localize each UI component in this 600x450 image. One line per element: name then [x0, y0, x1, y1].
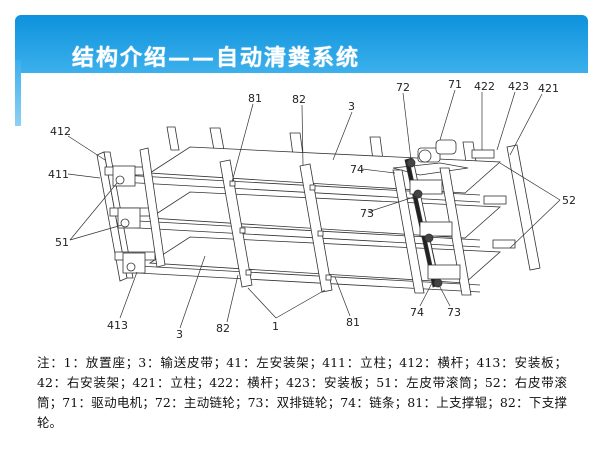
label-82-bottom: 82	[216, 322, 230, 335]
label-71: 71	[448, 78, 462, 91]
label-412: 412	[50, 125, 71, 138]
parts-legend-note: 注：1：放置座；3：输送皮带；41：左安装架；411：立柱；412：横杆；413…	[37, 355, 567, 430]
leader-lines	[67, 89, 561, 329]
front-post	[219, 159, 253, 288]
label-52: 52	[562, 194, 576, 207]
label-411: 411	[48, 168, 69, 181]
part-labels: 412 411 51 413 81 82 3 72 71 422 423 421…	[48, 78, 576, 341]
right-drive-frame	[392, 139, 516, 296]
slide-title: 结构介绍——自动清粪系统	[72, 45, 361, 71]
frame-drawing	[96, 126, 541, 296]
label-1: 1	[272, 320, 279, 333]
left-mount-frame	[96, 147, 166, 282]
support-rollers	[229, 180, 332, 281]
label-74-top: 74	[350, 163, 364, 176]
label-82-top: 82	[292, 93, 306, 106]
front-post	[299, 163, 333, 293]
cleaning-system-diagram: 412 411 51 413 81 82 3 72 71 422 423 421…	[48, 78, 576, 341]
right-post	[506, 144, 541, 271]
label-81-bottom: 81	[346, 316, 360, 329]
label-421: 421	[538, 82, 559, 95]
label-74-bottom: 74	[410, 306, 424, 319]
header-left-strip	[15, 60, 21, 126]
back-post	[209, 127, 225, 151]
label-81-top: 81	[248, 92, 262, 105]
label-73-top: 73	[360, 207, 374, 220]
label-73-bottom: 73	[447, 306, 461, 319]
label-422: 422	[474, 80, 495, 93]
back-post	[166, 126, 180, 151]
label-413: 413	[107, 319, 128, 332]
label-72: 72	[396, 81, 410, 94]
label-51: 51	[55, 236, 69, 249]
label-3-top: 3	[348, 100, 355, 113]
label-3-bottom: 3	[176, 328, 183, 341]
label-423: 423	[508, 80, 529, 93]
slide-header-bar	[15, 15, 588, 73]
